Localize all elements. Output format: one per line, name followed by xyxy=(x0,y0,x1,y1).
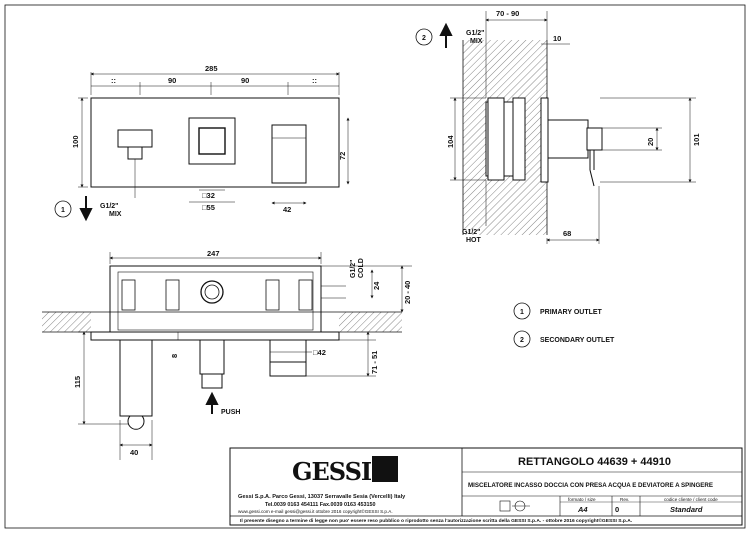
thread-bottom-label: G1/2" xyxy=(462,229,481,236)
dim-body-width: 247 xyxy=(207,249,220,258)
dim-plate-height: 100 xyxy=(71,135,80,148)
dim-24: 24 xyxy=(372,281,381,290)
mixer-handle xyxy=(198,127,226,155)
rev-label: Rev. xyxy=(620,497,629,502)
format-value: A4 xyxy=(577,505,588,514)
product-title: RETTANGOLO 44639 + 44910 xyxy=(518,456,671,468)
thread-bottom-note: HOT xyxy=(466,237,482,244)
dim-knob-projection: 71 - 51 xyxy=(370,351,379,374)
web-line: www.gessi.com e-mail gessi@gessi.it otto… xyxy=(238,508,393,514)
thread-cold-label: G1/2" xyxy=(350,260,357,279)
push-label: PUSH xyxy=(221,409,240,416)
dim-height-right: 101 xyxy=(692,133,701,146)
front-plate xyxy=(90,97,340,188)
dim-depth-range: 20 - 40 xyxy=(403,281,412,304)
arrow-down-icon xyxy=(79,196,93,222)
company-line: Gessi S.p.A. Parco Gessi, 13037 Serraval… xyxy=(238,494,406,500)
diverter-handle xyxy=(271,124,307,184)
legend-number-1: 1 xyxy=(520,309,524,316)
push-arrow-icon xyxy=(205,391,219,414)
outlet-knob xyxy=(117,129,153,148)
dim-tiny-right: :: xyxy=(312,76,317,85)
sheet-border xyxy=(4,4,746,529)
gessi-logo: GESSI xyxy=(292,457,372,486)
thread-top-label: G1/2" xyxy=(466,30,485,37)
dim-diverter-width: 42 xyxy=(283,205,291,214)
mixer-plate xyxy=(188,117,236,165)
product-icon xyxy=(499,500,530,512)
product-subtitle: MISCELATORE INCASSO DOCCIA CON PRESA ACQ… xyxy=(468,482,713,489)
thread-cold-note: COLD xyxy=(358,258,365,278)
contact-line: Tel.0039 0163 454111 Fax.0039 0163 45315… xyxy=(265,502,376,508)
outlet-legend: 1 PRIMARY OUTLET 2 SECONDARY OUTLET xyxy=(513,302,615,348)
dim-8: 8 xyxy=(170,354,179,358)
dim-depth: 70 - 90 xyxy=(496,9,519,18)
front-view: 285 :: 90 90 :: 100 72 □32 □55 42 xyxy=(54,64,350,222)
dim-height-right: 72 xyxy=(338,152,347,160)
legend-label-1: PRIMARY OUTLET xyxy=(540,309,603,316)
plan-view: 247 G1/2" COLD 24 20 - 40 8 □42 71 - 51 … xyxy=(42,249,412,460)
arrow-up-icon xyxy=(439,22,453,48)
thread-top-note: MIX xyxy=(470,38,483,45)
legend-label-2: SECONDARY OUTLET xyxy=(540,337,615,344)
rev-value: 0 xyxy=(615,505,619,514)
client-value: Standard xyxy=(670,505,703,514)
valve-seat xyxy=(200,280,224,304)
dim-knob: 20 xyxy=(646,138,655,146)
outlet-number-2: 2 xyxy=(422,35,426,42)
outlet-marker-2 xyxy=(415,28,433,46)
dim-plate-thickness: 10 xyxy=(553,34,561,43)
format-label: formato / size xyxy=(568,497,596,502)
logo-block-icon xyxy=(372,456,398,482)
dim-right-spacing: 90 xyxy=(241,76,249,85)
legend-number-2: 2 xyxy=(520,337,524,344)
outlet-marker-1 xyxy=(54,200,72,218)
dim-left-spacing: 90 xyxy=(168,76,176,85)
dim-projection: 68 xyxy=(563,229,571,238)
outlet-number-1: 1 xyxy=(61,207,65,214)
title-block: GESSI Gessi S.p.A. Parco Gessi, 13037 Se… xyxy=(229,447,743,526)
thread-label: G1/2" xyxy=(100,203,119,210)
client-label: codice cliente / client code xyxy=(664,497,718,502)
dim-holder-height: 115 xyxy=(73,376,82,388)
side-view: 70 - 90 10 104 101 20 68 G1/2" MIX G1/2"… xyxy=(415,9,701,244)
thread-note: MIX xyxy=(109,211,122,218)
dim-handle-square: □32 xyxy=(202,191,215,200)
dim-square: □42 xyxy=(313,348,326,357)
cover-plate xyxy=(90,331,340,341)
dim-holder-width: 40 xyxy=(130,448,138,457)
legal-line: Il presente disegno a termine di legge n… xyxy=(240,517,633,524)
dim-height-outer: 104 xyxy=(446,135,455,148)
dim-total-width: 285 xyxy=(205,64,218,73)
dim-tiny: :: xyxy=(111,76,116,85)
dim-plate-square: □55 xyxy=(202,203,215,212)
